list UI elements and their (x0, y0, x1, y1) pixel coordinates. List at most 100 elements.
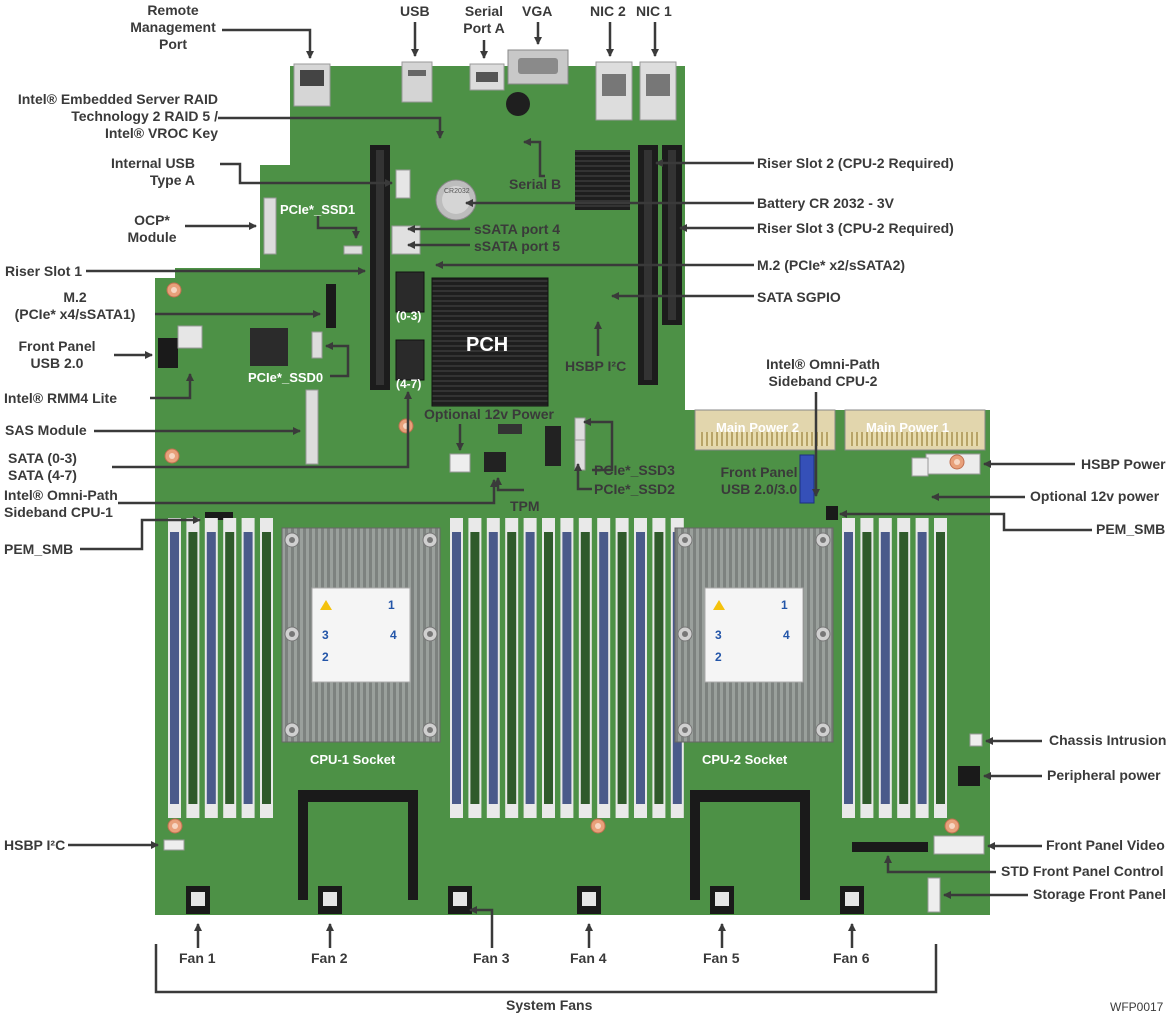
dimm-slot-body (525, 532, 535, 804)
label-ssd3: PCIe*_SSD3 (594, 462, 675, 478)
label-storage-fp: Storage Front Panel (1033, 886, 1167, 902)
dimm-slot-body (580, 532, 590, 804)
dimm-slots (168, 518, 947, 818)
cpu2-socket-frame (690, 790, 810, 900)
label-line: SATA (0-3) (8, 450, 77, 466)
sata-4-7-label: (4-7) (396, 377, 422, 391)
label-line: (PCIe* x4/sSATA1) (14, 306, 136, 322)
label-serial-a: Serial Port A (456, 3, 512, 37)
screw-icon-center (427, 631, 433, 637)
cpu1-socket-label: CPU-1 Socket (310, 752, 396, 767)
label-line: Port (159, 36, 187, 52)
cpu2-socket-label: CPU-2 Socket (702, 752, 788, 767)
mounting-hole-center (595, 823, 601, 829)
label-remote-mgmt: Remote Management Port (118, 2, 228, 53)
label-riser3: Riser Slot 3 (CPU-2 Required) (757, 220, 954, 236)
leader-lines (68, 22, 1092, 994)
fan-connector-pins (582, 892, 596, 906)
dimm-slot-body (225, 532, 235, 804)
label-opt12v-right: Optional 12v power (1030, 488, 1160, 504)
vr-heatsink (575, 150, 630, 210)
label-line: M.2 (63, 289, 87, 305)
label-riser2: Riser Slot 2 (CPU-2 Required) (757, 155, 954, 171)
screw-icon-center (289, 727, 295, 733)
dimm-slot-body (452, 532, 461, 804)
fan-connector-pins (323, 892, 337, 906)
mounting-hole-center (171, 287, 177, 293)
label-fan4: Fan 4 (570, 950, 607, 966)
label-raid-key: Intel® Embedded Server RAID Technology 2… (0, 91, 218, 142)
label-sata-sgpio: SATA SGPIO (757, 289, 841, 305)
label-pem-smb-right: PEM_SMB (1096, 521, 1166, 537)
cpu2-step-2: 2 (715, 650, 722, 664)
dimm-slot-body (862, 532, 872, 804)
cpu2-step-3: 3 (715, 628, 722, 642)
fan-connector-pins (453, 892, 467, 906)
cpu1-heatsink (281, 527, 441, 743)
fp-usb2-header (158, 338, 178, 368)
warning-icon (713, 600, 725, 610)
screw-icon-center (820, 727, 826, 733)
label-chassis: Chassis Intrusion (1049, 732, 1167, 748)
label-line: Port A (463, 20, 505, 36)
label-fan6: Fan 6 (833, 950, 870, 966)
battery-text: CR2032 (444, 188, 470, 195)
internal-usb (395, 169, 411, 199)
screw-icon-center (820, 631, 826, 637)
label-fan2: Fan 2 (311, 950, 348, 966)
label-line: Type A (149, 172, 195, 188)
storage-fp-conn (927, 877, 941, 913)
screw-icon-center (820, 537, 826, 543)
dimm-slot-body (488, 532, 498, 804)
sas-module-connector (305, 389, 319, 465)
label-pem-smb-left: PEM_SMB (4, 541, 74, 557)
label-ssata5: sSATA port 5 (474, 238, 561, 254)
dimm-slot-body (917, 532, 927, 804)
mounting-hole-center (169, 453, 175, 459)
pem-smb-right-header (826, 506, 838, 520)
dimm-slot-body (899, 532, 909, 804)
dimm-slot-body (170, 532, 179, 804)
fan-connector-pins (715, 892, 729, 906)
fan-connector-pins (191, 892, 205, 906)
label-fan1: Fan 1 (179, 950, 216, 966)
screw-icon-center (682, 727, 688, 733)
dimm-slot-body (243, 532, 253, 804)
label-line: Remote (147, 2, 199, 18)
dimm-slot-body (880, 532, 890, 804)
dimm-slot-body (507, 532, 517, 804)
label-peripheral: Peripheral power (1047, 767, 1161, 783)
label-fan5: Fan 5 (703, 950, 740, 966)
label-sas-module: SAS Module (5, 422, 87, 438)
hsbp-i2c-left-conn (163, 839, 185, 851)
screw-icon-center (289, 631, 295, 637)
label-m2-right: M.2 (PCIe* x2/sSATA2) (757, 257, 906, 273)
label-fp-video: Front Panel Video (1046, 837, 1165, 853)
label-line: Internal USB (110, 155, 195, 171)
label-ssd2: PCIe*_SSD2 (594, 481, 675, 497)
label-nic2: NIC 2 (590, 3, 626, 19)
screw-icon-center (427, 537, 433, 543)
dimm-slot-body (599, 532, 609, 804)
label-system-fans: System Fans (506, 997, 593, 1013)
label-line: Intel® VROC Key (104, 125, 218, 141)
mounting-hole-center (949, 823, 955, 829)
label-line: Sideband CPU-1 (4, 504, 113, 520)
label-usb: USB (400, 3, 430, 19)
figure-id: WFP0017 (1110, 1000, 1164, 1014)
fp-usb23-header (799, 454, 815, 504)
dimm-slot-body (262, 532, 271, 804)
cpu2-step-1: 1 (781, 598, 788, 612)
label-line: Intel® Omni-Path (766, 356, 880, 372)
screw-icon-center (682, 631, 688, 637)
label-tpm: TPM (510, 498, 540, 514)
screw-icon-center (289, 537, 295, 543)
label-riser1: Riser Slot 1 (5, 263, 83, 279)
dimm-slot-body (617, 532, 627, 804)
dimm-slot-body (544, 532, 553, 804)
label-omni-cpu1: Intel® Omni-Path Sideband CPU-1 (4, 487, 118, 521)
peripheral-power-conn (958, 766, 980, 786)
ssd1-connector (343, 245, 363, 255)
label-line: Intel® Omni-Path (4, 487, 118, 503)
mounting-hole-center (954, 459, 960, 465)
